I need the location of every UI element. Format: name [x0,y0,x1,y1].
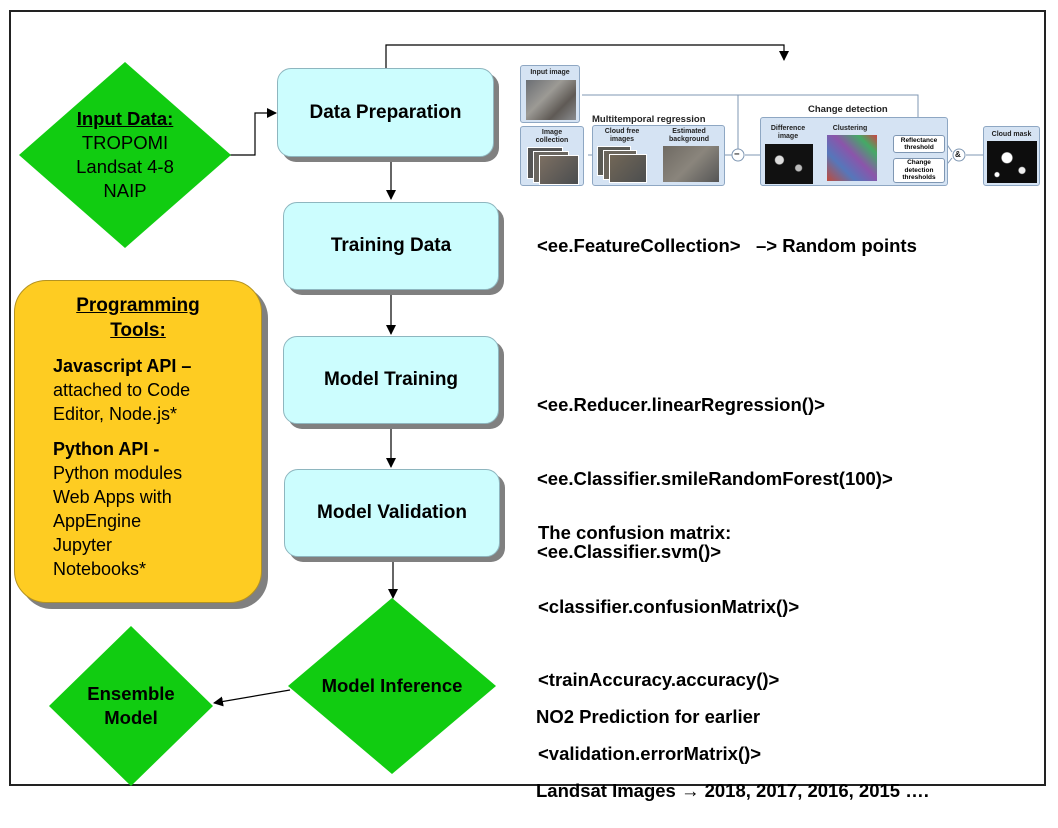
input-item-landsat: Landsat 4-8 [76,156,174,177]
estimated-background-label: Estimated background [659,128,719,144]
cloud-free-thumb-3 [609,154,647,183]
py-api-desc-line3: AppEngine [53,511,142,531]
estimated-line2: background [668,136,710,143]
py-api-desc-line2: Web Apps with [53,487,172,507]
change-thr-line3: thresholds [902,174,936,182]
model-validation-label: Model Validation [317,502,467,523]
difference-line1: Difference [770,125,806,132]
model-training-box: Model Training [283,336,499,424]
clustering-label: Clustering [832,125,868,132]
difference-image-label: Difference image [763,125,813,141]
training-data-box: Training Data [283,202,499,290]
model-inference-label: Model Inference [321,675,463,696]
change-thr-line2: detection [904,166,934,174]
ensemble-label-line2: Model [104,707,158,728]
estimated-background-thumb [663,146,719,182]
js-api-desc-line2: Editor, Node.js* [53,404,178,424]
fig-minus-symbol: − [734,149,740,160]
reflectance-line1: Reflectance [900,136,938,144]
training-code-text: <ee.FeatureCollection> –> Random points [537,235,917,256]
ensemble-model-diamond: Ensemble Model [49,626,213,786]
cloud-free-label: Cloud free images [597,128,647,144]
difference-image-thumb [765,144,813,184]
input-item-naip: NAIP [103,180,147,201]
input-image-panel: Input image [520,65,580,123]
inference-text: NO2 Prediction for earlier Landsat Image… [536,656,929,828]
multitemporal-panel: Cloud free images Estimated background [592,125,725,186]
input-item-tropomi: TROPOMI [81,132,169,153]
model-training-label: Model Training [323,369,459,390]
change-thr-line1: Change [907,159,931,167]
code-confusion-title: The confusion matrix: [538,522,732,543]
arrow-inference-to-ensemble [213,689,291,707]
model-inference-diamond: Model Inference [288,598,496,774]
inference-line1: NO2 Prediction for earlier [536,706,761,727]
code-linear-regression: <ee.Reducer.linearRegression()> [537,394,825,415]
training-data-label: Training Data [330,235,452,256]
py-api-desc-line5: Notebooks* [53,559,147,579]
change-detection-title: Change detection [808,104,888,115]
inference-line2: Landsat Images → 2018, 2017, 2016, 2015 … [536,779,929,801]
code-random-forest: <ee.Classifier.smileRandomForest(100)> [537,467,893,489]
py-api-dash: - [148,439,160,459]
clustering-thumb [827,135,877,181]
py-api-section: Python API - Python modules Web Apps wit… [53,437,251,581]
ensemble-label-line1: Ensemble [87,683,175,704]
code-error-matrix: <validation.errorMatrix()> [538,742,762,764]
cloud-mask-thumb [987,141,1037,183]
difference-line2: image [777,133,799,140]
cloud-mask-figure: − & Input image Image collection Multite… [518,60,1040,190]
js-api-section: Javascript API – attached to Code Editor… [53,354,251,426]
fig-and-symbol: & [955,150,961,159]
connectors [213,44,789,707]
js-api-name: Javascript API [53,356,177,376]
input-image-label: Input image [530,69,570,76]
py-api-name: Python API [53,439,149,459]
py-api-desc-line4: Jupyter [53,535,113,555]
image-collection-line2: collection [535,137,569,144]
figure-flow-lines [582,94,983,169]
code-svm: <ee.Classifier.svm()> [537,541,722,562]
py-api-desc-line1: Python modules [53,463,183,483]
data-preparation-box: Data Preparation [277,68,494,157]
arrow-prep-to-figure [385,44,789,70]
input-data-title: Input Data: [76,108,174,129]
cloud-free-line2: images [609,136,635,143]
image-collection-panel: Image collection [520,126,584,186]
code-confusion-matrix: <classifier.confusionMatrix()> [538,595,800,617]
js-api-desc-line1: attached to Code [53,380,191,400]
data-preparation-label: Data Preparation [309,101,462,123]
cloud-mask-panel: Cloud mask [983,126,1040,186]
estimated-line1: Estimated [672,128,706,135]
image-collection-line1: Image [541,129,563,136]
collection-thumb-3 [539,155,579,185]
tools-title-line2: Tools: [110,320,166,341]
programming-tools-box: Programming Tools: Javascript API – atta… [14,280,262,603]
model-validation-box: Model Validation [284,469,500,557]
cloud-mask-label: Cloud mask [991,131,1032,138]
reflectance-line2: threshold [904,144,934,151]
js-api-dash: – [176,356,192,376]
tools-title-line1: Programming [76,295,200,316]
image-collection-label: Image collection [521,129,583,145]
code-train-accuracy: <trainAccuracy.accuracy()> [538,669,780,690]
arrow-input-to-prep [228,108,277,156]
input-data-diamond: Input Data: TROPOMI Landsat 4-8 NAIP [19,62,231,248]
model-training-code: <ee.Reducer.linearRegression()> <ee.Clas… [537,344,893,589]
input-image-thumb [526,80,576,120]
multitemporal-title: Multitemporal regression [592,114,706,125]
validation-code: The confusion matrix: <classifier.confus… [538,472,799,791]
cloud-free-line1: Cloud free [604,128,640,135]
